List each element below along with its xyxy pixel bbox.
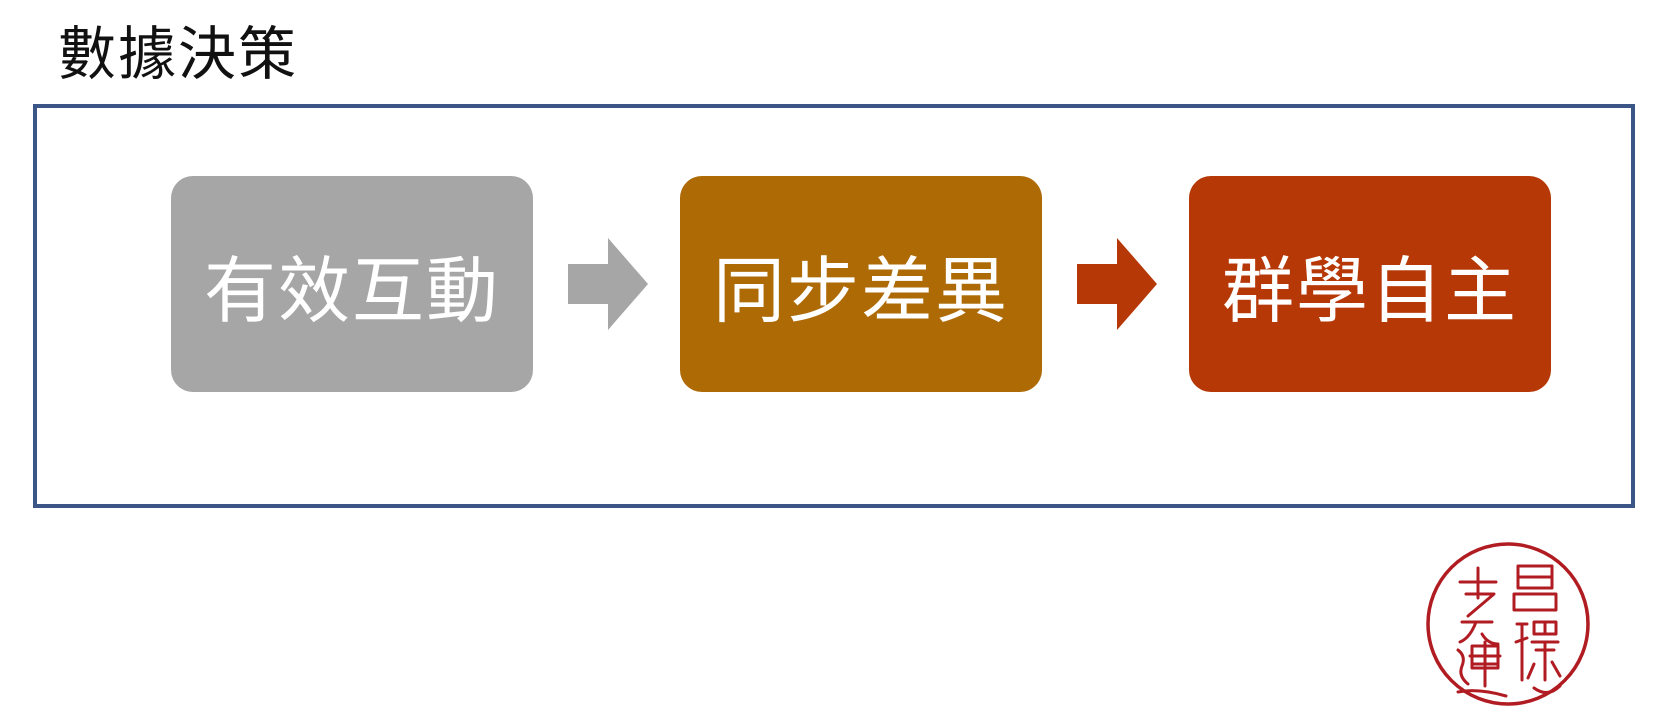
seal-ring: [1426, 542, 1590, 706]
seal-stamp-icon: [1426, 542, 1590, 706]
step-label-1: 有效互動: [203, 248, 500, 333]
step-box-2: 同步差異: [680, 176, 1042, 392]
seal-glyphs: [1456, 564, 1562, 698]
diagram-frame: [33, 104, 1635, 508]
step-box-1: 有效互動: [171, 176, 533, 392]
right-arrow-icon: [568, 238, 648, 330]
arrow-shape-1: [568, 238, 648, 330]
arrow-shape-2: [1077, 238, 1157, 330]
right-arrow-icon: [1077, 238, 1157, 330]
step-label-3: 群學自主: [1221, 248, 1518, 333]
step-box-3: 群學自主: [1189, 176, 1551, 392]
step-label-2: 同步差異: [712, 248, 1009, 333]
page-title: 數據決策: [58, 20, 299, 88]
